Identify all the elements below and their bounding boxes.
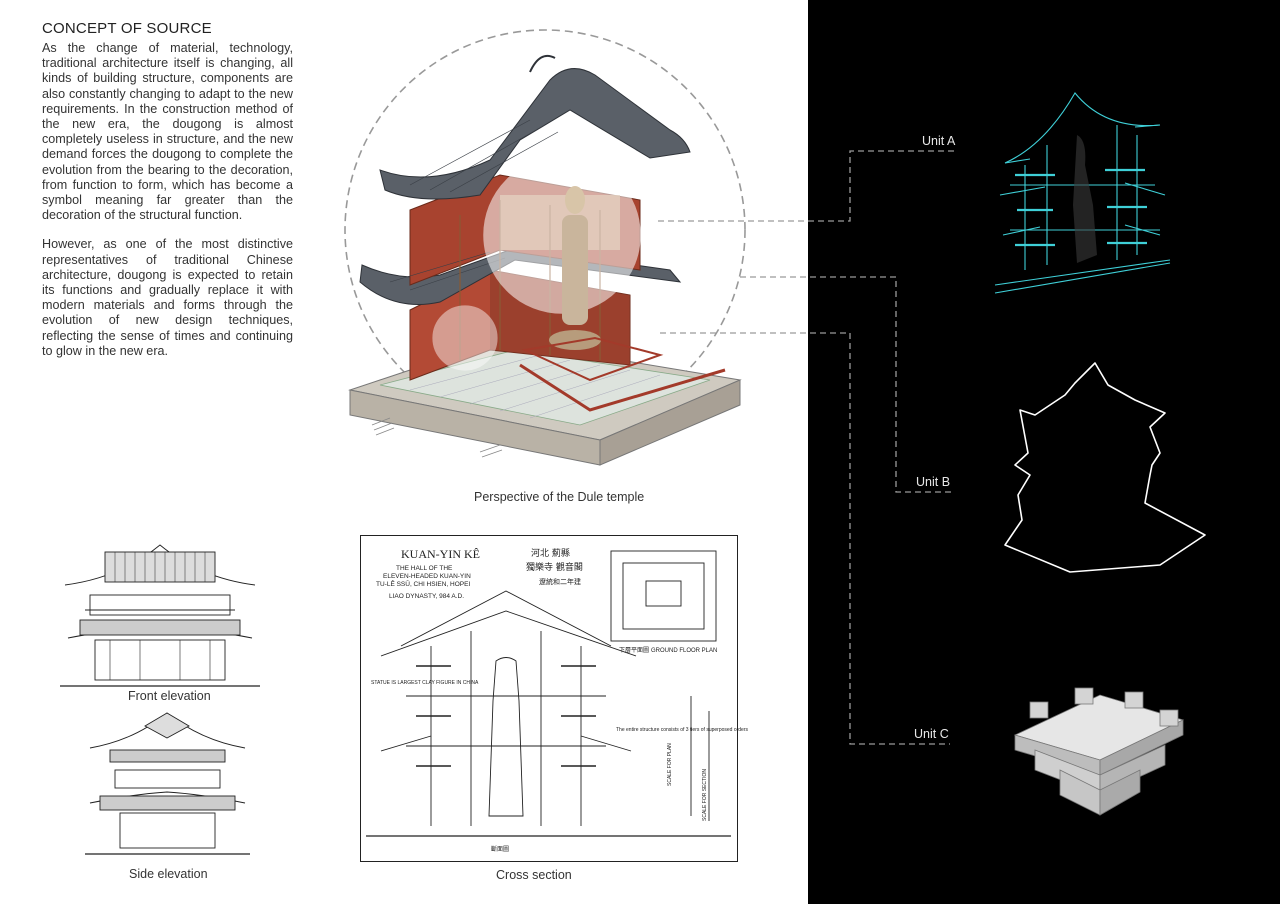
cross-section-drawing: KUAN-YIN KÊ THE HALL OF THE ELEVEN-HEADE…: [360, 535, 749, 862]
drawing-plan-cn: 下層平面圖: [619, 647, 649, 654]
leader-line-unit-b: [740, 276, 952, 493]
cross-section-lines: KUAN-YIN KÊ THE HALL OF THE ELEVEN-HEADE…: [366, 547, 749, 853]
concept-title: CONCEPT OF SOURCE: [42, 20, 212, 37]
side-elevation-drawing: [85, 712, 250, 855]
drawing-line1: THE HALL OF THE: [396, 565, 453, 572]
perspective-caption: Perspective of the Dule temple: [474, 490, 645, 504]
concept-paragraph-1: As the change of material, technology, t…: [42, 41, 293, 223]
drawing-line2: ELEVEN-HEADED KUAN-YIN: [383, 573, 471, 580]
drawing-cn1: 河北 薊縣: [531, 547, 570, 559]
unit-c-label: Unit C: [914, 727, 949, 741]
drawing-cn3: 遼統和二年建: [539, 577, 581, 586]
front-elevation-drawing: [60, 544, 260, 687]
drawing-title: KUAN-YIN KÊ: [401, 547, 480, 561]
unit-b-outline: [1004, 362, 1206, 573]
front-elevation-caption: Front elevation: [128, 689, 211, 703]
drawing-structure-note: The entire structure consists of 3 tiers…: [616, 727, 749, 733]
unit-c-dougong-model: [1013, 687, 1185, 816]
side-elevation-caption: Side elevation: [129, 867, 208, 881]
concept-paragraph-2: However, as one of the most distinctive …: [42, 237, 293, 358]
drawing-scale-plan: SCALE FOR PLAN: [667, 743, 673, 786]
leader-line-unit-a: [658, 150, 958, 222]
leader-line-unit-c: [660, 332, 950, 745]
drawing-line4: LIAO DYNASTY, 984 A.D.: [389, 593, 464, 600]
drawing-cn2: 獨樂寺 觀音閣: [526, 561, 583, 573]
drawing-scale-section: SCALE FOR SECTION: [702, 769, 708, 821]
concept-body: As the change of material, technology, t…: [42, 41, 293, 373]
drawing-section-cn: 斷面圖: [491, 845, 509, 853]
unit-b-label: Unit B: [916, 475, 951, 489]
cross-section-caption: Cross section: [496, 868, 572, 882]
unit-a-label: Unit A: [922, 134, 956, 148]
drawing-line3: TU-LÊ SSŬ, CHI HSIEN, HOPEI: [376, 579, 470, 588]
drawing-plan-label: GROUND FLOOR PLAN: [651, 648, 717, 654]
temple-perspective-illustration: [344, 29, 746, 466]
drawing-statue-note: STATUE IS LARGEST CLAY FIGURE IN CHINA: [371, 680, 479, 686]
unit-a-wireframe: [994, 92, 1171, 294]
